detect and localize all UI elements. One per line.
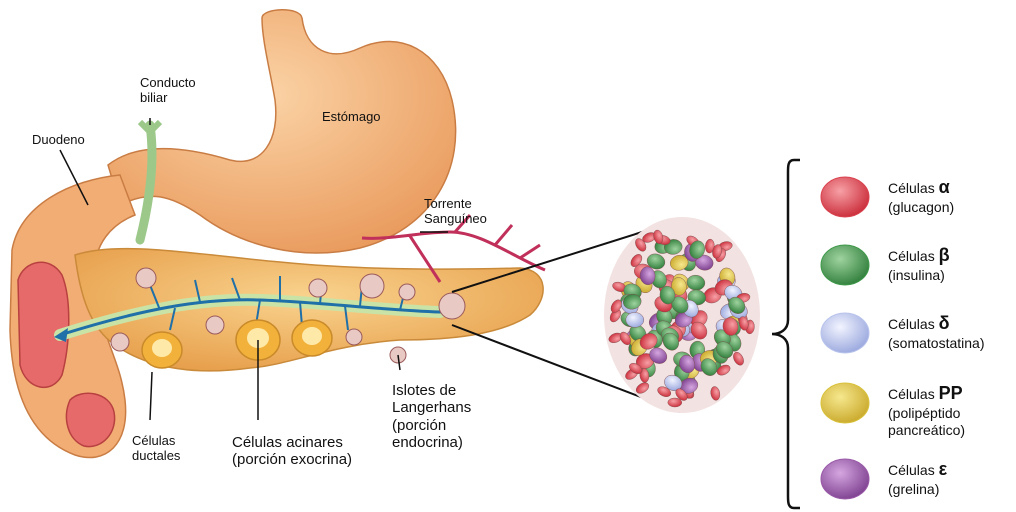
legend-item-label: Células β(insulina)	[888, 244, 950, 284]
legend-item: Células PP(polipéptido pancreático)	[820, 376, 1016, 436]
legend-item-label: Células α(glucagon)	[888, 176, 954, 216]
legend-item: Células δ(somatostatina)	[820, 306, 1016, 366]
legend-item: Células α(glucagon)	[820, 170, 1016, 230]
legend-item-label: Células PP(polipéptido pancreático)	[888, 382, 965, 440]
stomach-shape	[108, 10, 456, 253]
legend-item-label: Células δ(somatostatina)	[888, 312, 984, 352]
label-estomago: Estómago	[322, 110, 381, 125]
islet-closeup	[604, 217, 760, 413]
label-islotes: Islotes de Langerhans (porción endocrina…	[392, 382, 471, 451]
label-duodeno: Duodeno	[32, 133, 85, 148]
label-torrente-sanguineo: Torrente Sanguíneo	[424, 197, 487, 227]
legend-item-label: Células ε(grelina)	[888, 458, 947, 498]
label-conducto-biliar: Conducto biliar	[140, 76, 196, 106]
label-celulas-acinares: Células acinares (porción exocrina)	[232, 434, 352, 469]
label-celulas-ductales: Células ductales	[132, 434, 180, 464]
legend-bracket	[772, 160, 800, 508]
legend-item: Células ε(grelina)	[820, 452, 1016, 512]
legend-item: Células β(insulina)	[820, 238, 1016, 298]
